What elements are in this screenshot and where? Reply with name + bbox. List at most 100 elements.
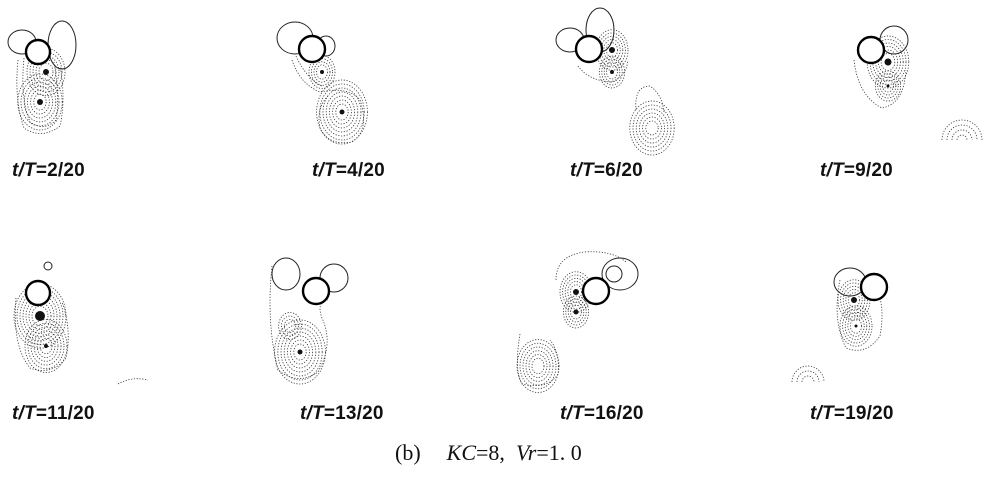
kc-value: =8, <box>476 440 505 465</box>
negative-contour <box>877 73 899 99</box>
negative-contour <box>35 59 57 85</box>
time-value: 11/20 <box>47 403 95 424</box>
negative-contour <box>274 319 326 385</box>
panel-2: t/T=4/20 <box>260 0 500 200</box>
negative-contour <box>27 322 65 370</box>
vortex <box>866 35 910 89</box>
vortex <box>563 295 590 329</box>
figure-caption: (b)KC=8, Vr=1. 0 <box>395 440 582 466</box>
vortex-core <box>851 297 857 303</box>
negative-contour <box>33 93 47 111</box>
negative-contour <box>875 46 901 78</box>
negative-contour <box>599 55 626 89</box>
negative-contour <box>316 64 328 80</box>
negative-contour <box>642 116 662 140</box>
negative-contour <box>319 83 365 141</box>
vortex-core <box>854 324 858 328</box>
negative-contour <box>38 62 54 82</box>
vortex <box>839 305 873 347</box>
cylinder <box>856 35 886 65</box>
negative-contour <box>280 327 320 377</box>
wake-contour <box>22 57 58 127</box>
time-value: 9/20 <box>855 160 893 181</box>
vorticity-contour-plot <box>853 25 983 141</box>
far-wake-contour <box>801 375 815 383</box>
negative-contour <box>30 326 62 366</box>
negative-contour <box>316 79 368 145</box>
vortex-core <box>339 109 345 115</box>
caption-tag: (b) <box>395 440 421 465</box>
negative-contour <box>528 354 548 378</box>
negative-contour <box>286 335 314 369</box>
negative-contour <box>606 42 619 58</box>
kc-label: KC <box>446 440 477 465</box>
vortex-core <box>886 84 890 88</box>
wake-contour <box>635 85 665 113</box>
negative-contour <box>603 61 621 83</box>
cylinder <box>574 34 604 64</box>
positive-contour <box>43 261 53 271</box>
panel-label: t/T=11/20 <box>12 403 95 425</box>
negative-contour <box>39 337 53 355</box>
negative-contour <box>28 302 52 330</box>
negative-contour <box>645 120 659 136</box>
negative-contour <box>848 292 861 308</box>
time-variable: t/T <box>12 160 36 181</box>
negative-contour <box>842 285 866 315</box>
negative-contour <box>308 55 336 89</box>
negative-contour <box>567 301 585 323</box>
equals: = <box>583 403 596 424</box>
negative-contour <box>635 108 669 148</box>
negative-contour <box>840 282 868 318</box>
negative-contour <box>322 87 362 137</box>
cylinder <box>581 276 611 306</box>
vortex <box>629 100 675 156</box>
equals: = <box>35 403 48 424</box>
vr-value: =1. 0 <box>536 440 582 465</box>
negative-contour <box>293 343 307 361</box>
vortex <box>875 70 902 102</box>
vortex-core <box>320 70 324 74</box>
panel-1: t/T=2/20 <box>0 0 240 200</box>
wake-contour <box>117 378 149 385</box>
vorticity-contour-plot <box>269 257 349 385</box>
negative-contour <box>844 311 868 341</box>
vorticity-contour-plot <box>276 21 368 145</box>
negative-contour <box>280 315 300 337</box>
far-wake-contour <box>791 365 825 383</box>
negative-contour <box>842 308 870 344</box>
far-wake-contour <box>951 129 973 141</box>
negative-contour <box>313 61 331 83</box>
cylinder <box>24 279 52 307</box>
panel-8: t/T=19/20 <box>780 240 985 440</box>
vortex-core <box>573 309 579 315</box>
panel-6: t/T=13/20 <box>260 240 500 440</box>
negative-contour <box>36 334 56 358</box>
negative-contour <box>629 100 675 156</box>
panel-5: t/T=11/20 <box>0 240 240 440</box>
negative-contour <box>17 73 63 131</box>
negative-contour <box>19 290 61 342</box>
negative-contour <box>31 305 49 327</box>
vortex-core <box>573 289 579 295</box>
time-value: 2/20 <box>47 160 85 181</box>
wake-contour <box>14 297 69 371</box>
panel-label: t/T=9/20 <box>820 160 893 182</box>
vortex-core <box>884 58 892 66</box>
negative-contour <box>570 284 583 300</box>
vortex <box>278 312 302 340</box>
cylinder <box>301 276 331 306</box>
wake-contour <box>517 333 559 387</box>
wake-contour <box>295 55 323 87</box>
vortex <box>274 319 326 385</box>
vorticity-contour-plot <box>555 7 675 156</box>
cylinder <box>297 34 327 64</box>
negative-contour <box>880 53 896 71</box>
time-value: 13/20 <box>335 403 384 424</box>
negative-contour <box>600 35 624 65</box>
negative-contour <box>570 304 582 320</box>
time-variable: t/T <box>810 403 834 424</box>
negative-contour <box>563 295 590 329</box>
far-wake-contour <box>796 370 820 383</box>
negative-contour <box>290 339 310 365</box>
